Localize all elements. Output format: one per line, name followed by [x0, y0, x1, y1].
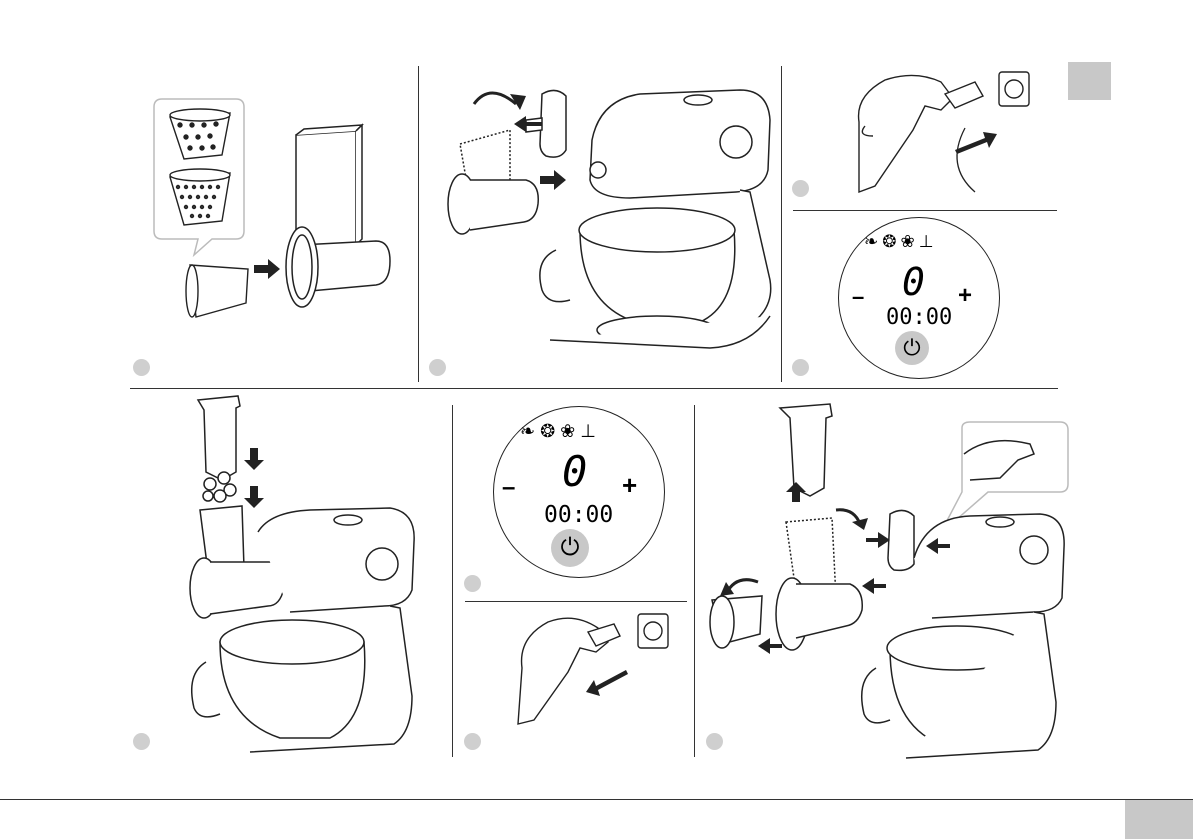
grater-housing-icon: [286, 125, 390, 307]
power-button[interactable]: ⏻: [551, 529, 589, 567]
rotate-arrow-icon: [474, 93, 516, 104]
step-bullet: [464, 575, 481, 592]
down-arrow-icon: [244, 486, 264, 508]
pusher-icon: [198, 396, 240, 480]
hand-icon: [859, 75, 953, 192]
push-arrow-icon: [866, 532, 890, 548]
grater-drum-illustration: [150, 95, 410, 325]
step-bullet: [464, 733, 481, 750]
pusher-icon: [780, 404, 832, 496]
divider-horizontal: [793, 210, 1057, 211]
program-icons: ❧❂❀⊥: [864, 232, 938, 252]
feed-food-illustration: [180, 392, 440, 772]
down-arrow-icon: [244, 448, 264, 470]
language-tab: [1068, 62, 1111, 100]
timer-readout: 00:00: [886, 306, 952, 330]
power-icon: ⏻: [551, 529, 589, 567]
speed-digit: 0: [902, 262, 925, 302]
footer-rule: [0, 799, 1193, 800]
divider-vertical: [694, 405, 695, 757]
plus-button[interactable]: +: [958, 282, 972, 310]
pull-arrow-icon: [758, 638, 782, 654]
mixer-attach-illustration: [430, 80, 780, 370]
power-icon: ⏻: [895, 331, 929, 365]
mixer-head-icon: [914, 514, 1064, 618]
disassemble-illustration: [700, 398, 1070, 778]
push-arrow-icon: [540, 170, 566, 190]
page-number-tab: [1125, 800, 1193, 839]
minus-button[interactable]: –: [502, 474, 515, 502]
divider-horizontal: [465, 601, 687, 602]
step-bullet: [133, 733, 150, 750]
pull-arrow-icon: [862, 578, 886, 594]
divider-vertical: [452, 405, 453, 757]
speed-digit: 0: [562, 450, 587, 494]
step-bullet: [792, 180, 809, 197]
program-icons: ❧❂❀⊥: [520, 420, 601, 442]
drum-insert-icon: [186, 265, 248, 317]
divider-vertical: [781, 66, 782, 382]
plug-in-illustration: [845, 66, 1045, 200]
plus-button[interactable]: +: [622, 470, 637, 501]
cover-plate-icon: [540, 90, 566, 157]
cover-plate-icon: [888, 510, 914, 570]
power-button[interactable]: ⏻: [895, 331, 929, 365]
unplug-illustration: [508, 608, 678, 728]
unplug-arrow-icon: [586, 670, 628, 696]
divider-horizontal: [130, 388, 1058, 389]
step-bullet: [133, 359, 150, 376]
timer-readout: 00:00: [544, 502, 613, 528]
step-bullet: [792, 359, 809, 376]
minus-button[interactable]: –: [852, 284, 864, 310]
divider-vertical: [418, 66, 419, 382]
insert-arrow-icon: [254, 259, 280, 279]
